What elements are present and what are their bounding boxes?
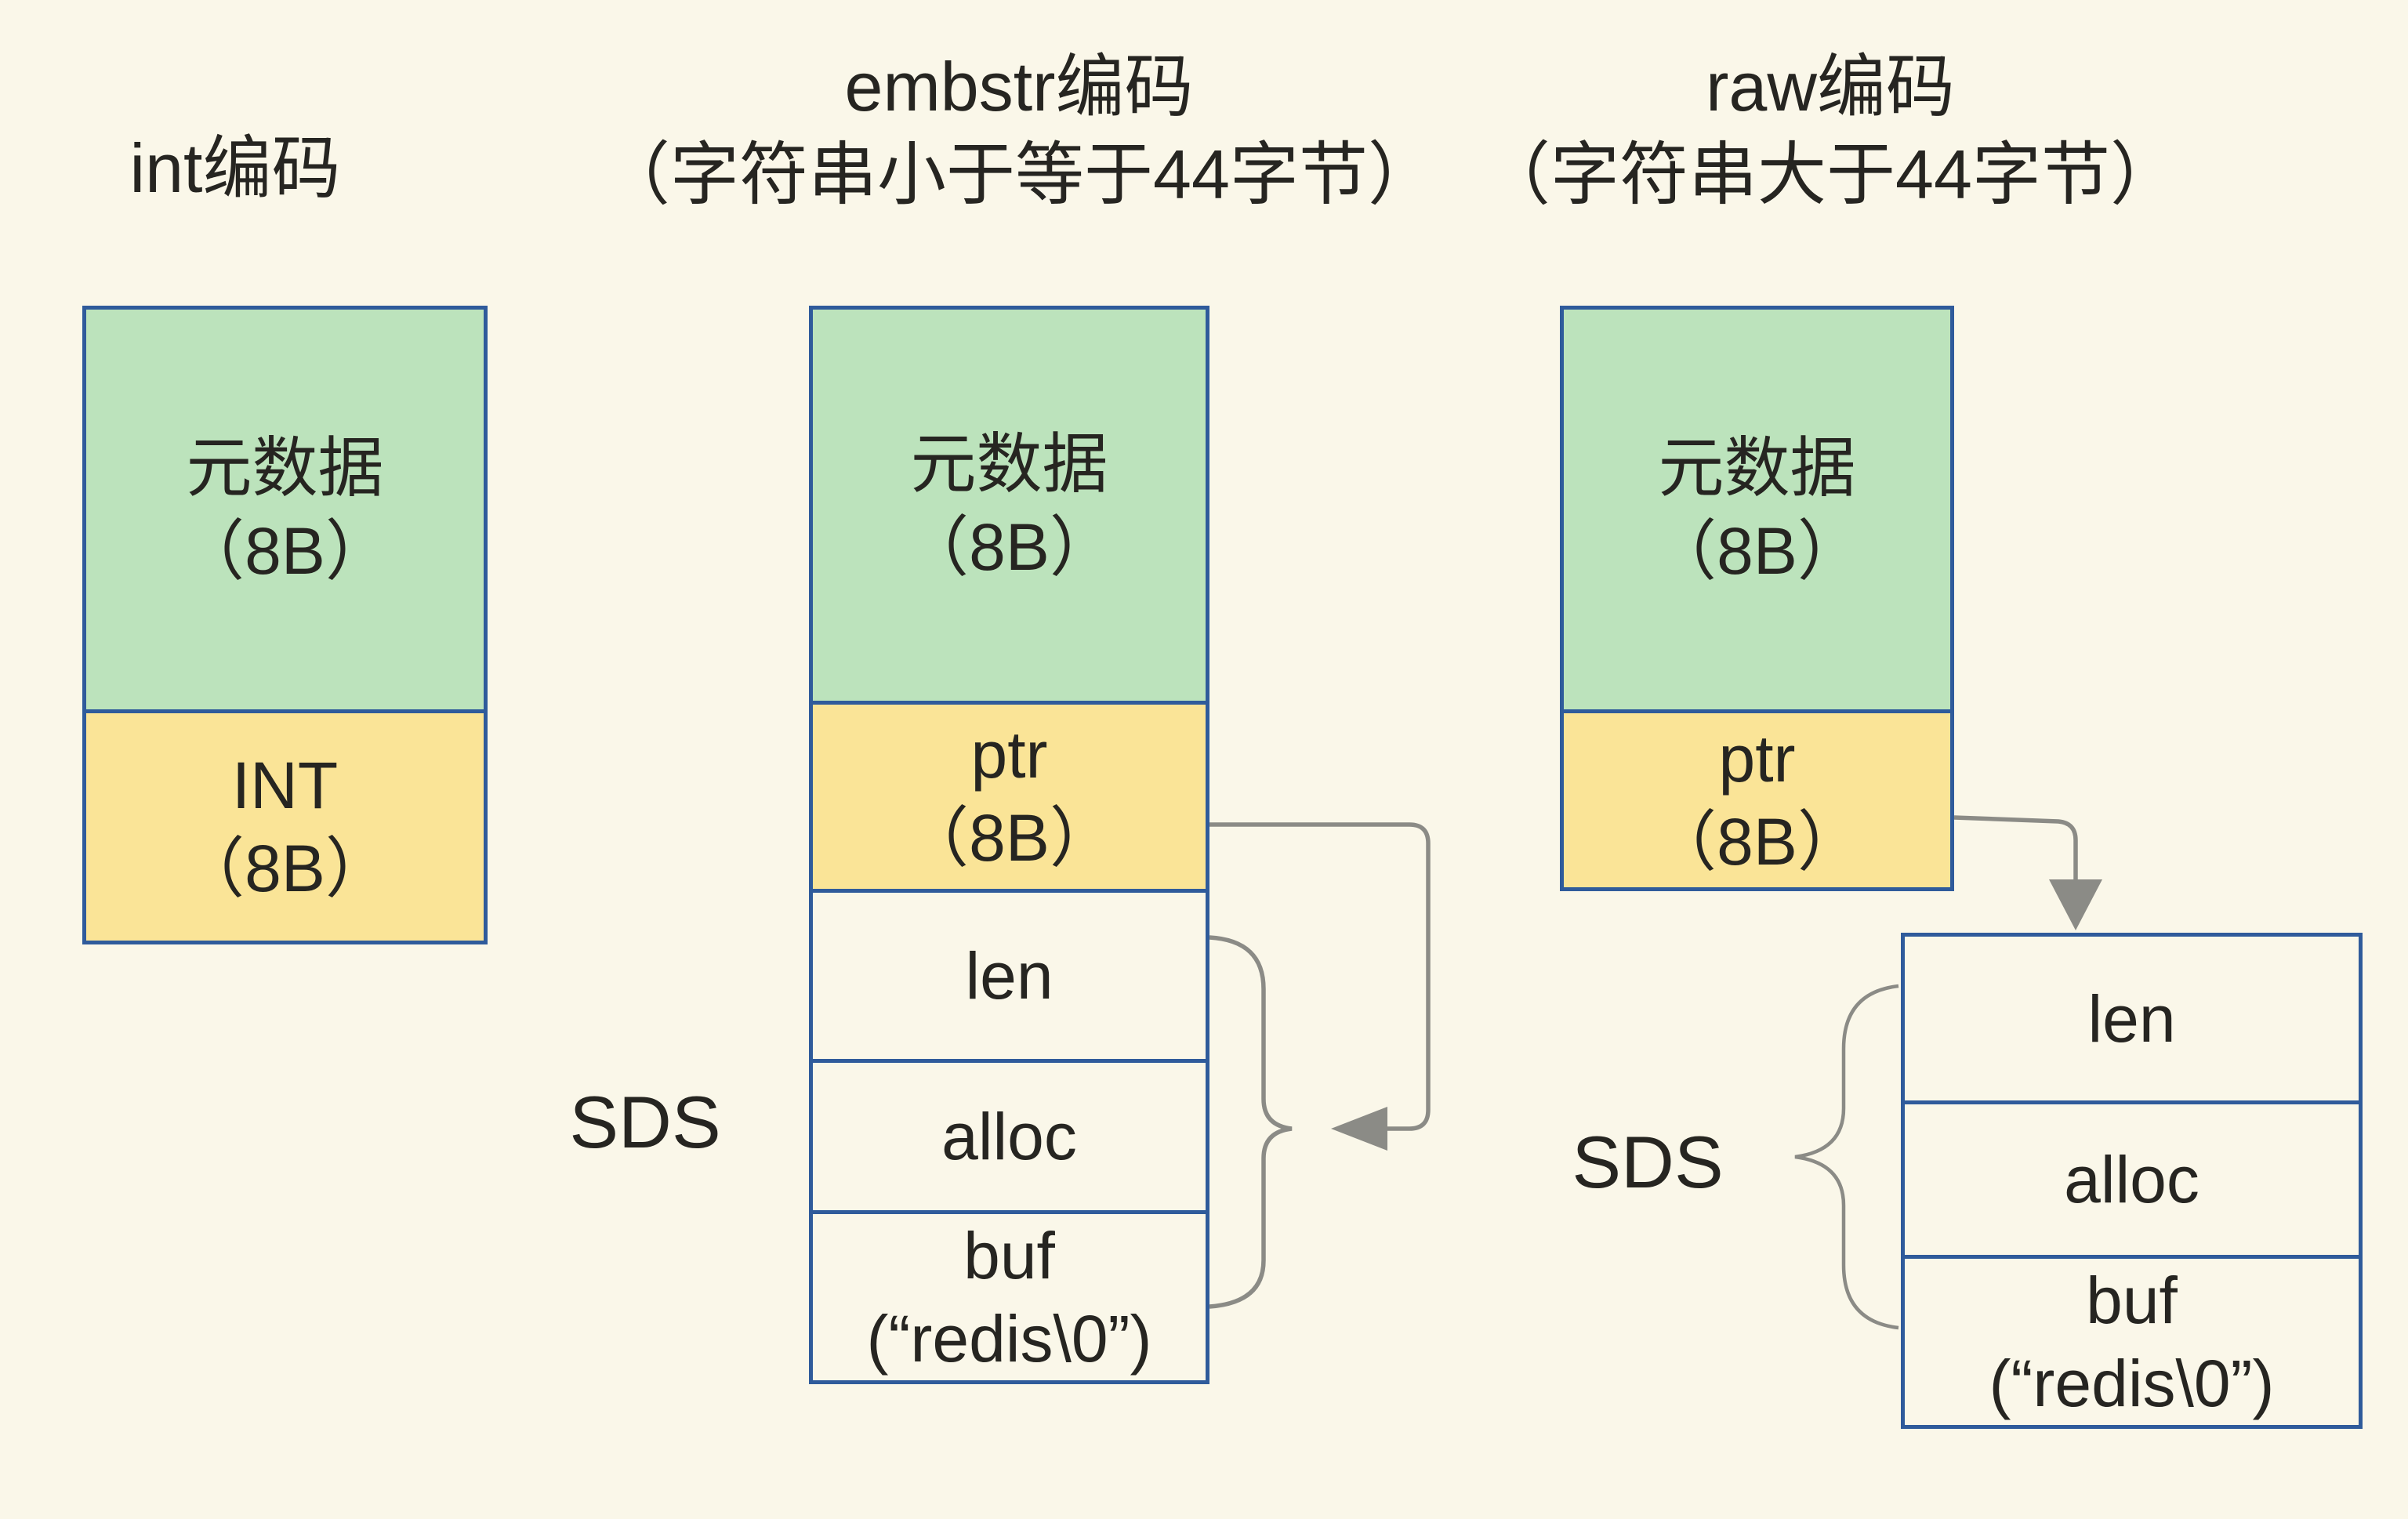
ptr-label: ptr xyxy=(970,718,1048,792)
ptr-size: （8B） xyxy=(903,801,1115,876)
alloc-label: alloc xyxy=(941,1100,1077,1174)
int-metadata-cell: 元数据 （8B） xyxy=(86,310,484,709)
raw-metadata-cell: 元数据 （8B） xyxy=(1564,310,1950,709)
raw-alloc-cell: alloc xyxy=(1905,1100,2359,1255)
header-raw-line2: （字符串大于44字节） xyxy=(1481,136,2179,213)
int-object-box: 元数据 （8B） INT （8B） xyxy=(82,306,488,944)
embstr-object-box: 元数据 （8B） ptr （8B） len alloc buf (“redis\… xyxy=(809,306,1209,1384)
sds-label-raw: SDS xyxy=(1572,1121,1724,1203)
int-size: （8B） xyxy=(179,832,391,905)
raw-ptr-arrow xyxy=(1953,815,2078,881)
embstr-alloc-cell: alloc xyxy=(813,1059,1206,1210)
len-label: len xyxy=(965,938,1054,1013)
arrowhead-down-icon xyxy=(2049,879,2102,930)
embstr-buf-cell: buf (“redis\0”) xyxy=(813,1210,1206,1380)
embstr-ptr-arrow xyxy=(1209,822,1431,1131)
embstr-metadata-cell: 元数据 （8B） xyxy=(813,310,1206,701)
embstr-len-cell: len xyxy=(813,888,1206,1060)
raw-ptr-cell: ptr （8B） xyxy=(1564,709,1950,887)
header-int-encoding: int编码 xyxy=(130,125,341,212)
alloc-label: alloc xyxy=(2064,1143,2199,1217)
buf-label: buf xyxy=(2086,1263,2178,1337)
metadata-label: 元数据 xyxy=(910,426,1108,501)
metadata-size: （8B） xyxy=(179,514,391,588)
metadata-label: 元数据 xyxy=(186,431,384,505)
raw-sds-brace xyxy=(1794,984,1899,1330)
sds-label-embstr: SDS xyxy=(569,1081,721,1163)
header-embstr-line2: （字符串小于等于44字节） xyxy=(601,136,1437,213)
metadata-size: （8B） xyxy=(1651,514,1863,588)
arrowhead-left-icon xyxy=(1331,1107,1387,1151)
len-label: len xyxy=(2087,981,2176,1056)
header-raw-line1: raw编码 xyxy=(1706,48,1955,125)
raw-len-cell: len xyxy=(1905,937,2359,1101)
metadata-size: （8B） xyxy=(903,509,1115,584)
int-value-cell: INT （8B） xyxy=(86,709,484,941)
buf-value: (“redis\0”) xyxy=(866,1302,1152,1376)
header-embstr-encoding: embstr编码 （字符串小于等于44字节） xyxy=(601,43,1437,219)
int-label: INT xyxy=(231,749,339,822)
embstr-sds-bracket xyxy=(1209,935,1293,1309)
header-raw-encoding: raw编码 （字符串大于44字节） xyxy=(1481,43,2179,219)
raw-buf-cell: buf (“redis\0”) xyxy=(1905,1255,2359,1425)
embstr-ptr-cell: ptr （8B） xyxy=(813,701,1206,889)
buf-label: buf xyxy=(963,1219,1055,1292)
header-int-line1: int编码 xyxy=(129,129,341,207)
raw-sds-box: len alloc buf (“redis\0”) xyxy=(1901,933,2363,1429)
metadata-label: 元数据 xyxy=(1658,431,1856,505)
raw-object-box: 元数据 （8B） ptr （8B） xyxy=(1560,306,1954,891)
header-embstr-line1: embstr编码 xyxy=(844,48,1194,125)
buf-value: (“redis\0”) xyxy=(1989,1347,2275,1420)
ptr-label: ptr xyxy=(1718,722,1796,796)
ptr-size: （8B） xyxy=(1651,805,1863,879)
